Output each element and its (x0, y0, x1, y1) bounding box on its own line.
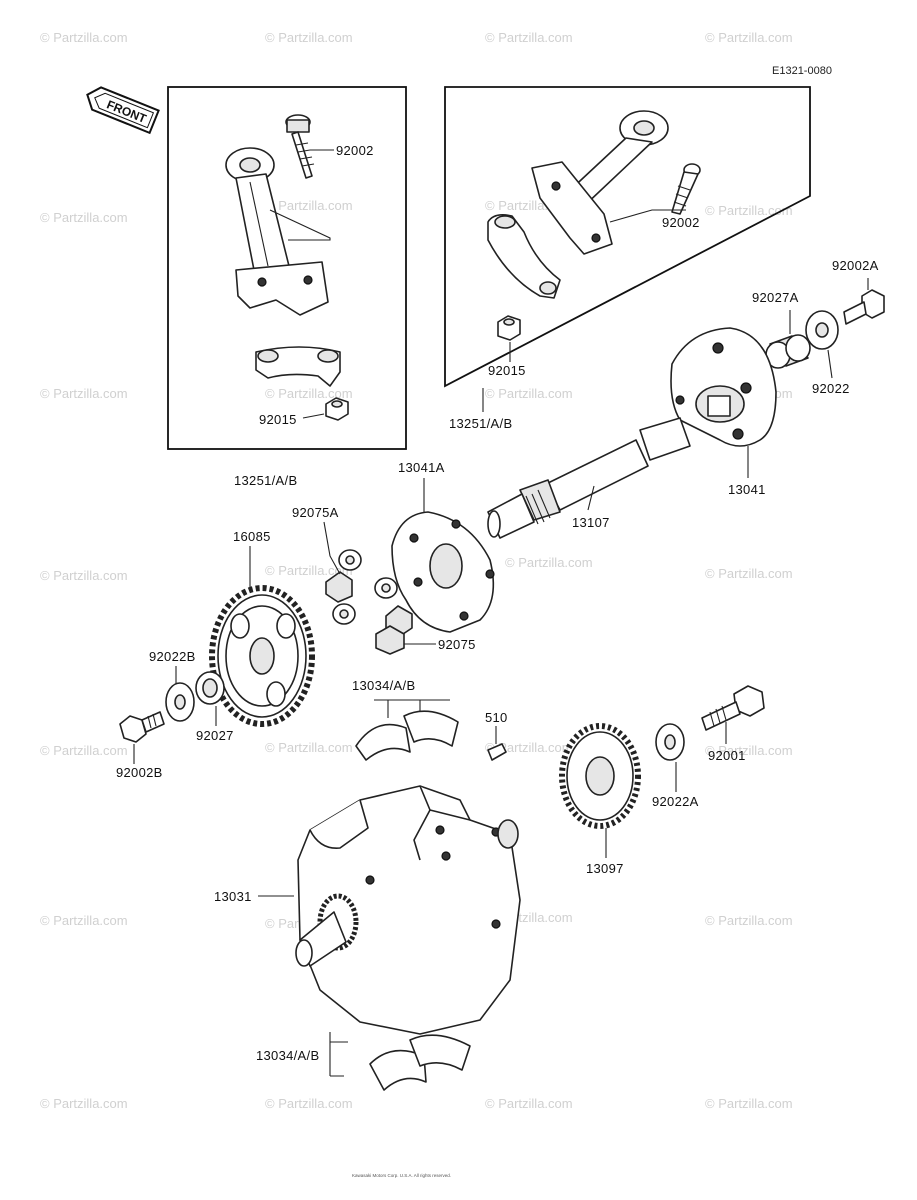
watermark: © Partzilla.com (40, 210, 128, 225)
balancer-weight-13041A (391, 511, 495, 633)
label-16085: 16085 (233, 529, 271, 544)
leader-13034-bottom (329, 1032, 348, 1077)
watermark: © Partzilla.com (705, 743, 793, 758)
rod-nut-92015-left (325, 397, 349, 421)
label-92002-left: 92002 (336, 143, 374, 158)
watermark: © Partzilla.com (265, 563, 353, 578)
washer-92022 (805, 310, 839, 350)
bolt-92002B (119, 711, 165, 743)
washer-92022B (165, 682, 195, 722)
watermark: © Partzilla.com (40, 568, 128, 583)
watermark: © Partzilla.com (485, 386, 573, 401)
label-92002B: 92002B (116, 765, 163, 780)
label-92075: 92075 (438, 637, 476, 652)
leader-rod-left (269, 209, 331, 241)
leader-13107 (587, 485, 595, 511)
connecting-rod-right (531, 110, 669, 255)
bearing-shell-bottom-right (409, 1034, 471, 1071)
label-92022: 92022 (812, 381, 850, 396)
label-92001: 92001 (708, 748, 746, 763)
rod-bolt-92002-left (285, 114, 315, 179)
label-510: 510 (485, 710, 508, 725)
label-13034-bottom: 13034/A/B (256, 1048, 319, 1063)
watermark: © Partzilla.com (485, 30, 573, 45)
rod-cap-left (255, 346, 341, 387)
watermark: © Partzilla.com (705, 913, 793, 928)
label-92027: 92027 (196, 728, 234, 743)
washer-92022A (655, 723, 685, 761)
watermark: © Partzilla.com (705, 566, 793, 581)
watermark: © Partzilla.com (265, 30, 353, 45)
leader-92015-left (302, 413, 325, 419)
front-direction-arrow: FRONT (86, 86, 160, 135)
label-13041: 13041 (728, 482, 766, 497)
collar-92027A (765, 334, 811, 369)
bolt-92001 (701, 685, 765, 731)
rod-bolt-92002-right (671, 163, 701, 215)
watermark: © Partzilla.com (485, 1096, 573, 1111)
connecting-rod-frame-right (444, 86, 811, 388)
watermark: © Partzilla.com (40, 386, 128, 401)
leader-92022 (827, 349, 833, 379)
connecting-rod-left (225, 147, 329, 316)
watermark: © Partzilla.com (265, 386, 353, 401)
label-13034-top: 13034/A/B (352, 678, 415, 693)
bearing-shell-bottom-left (369, 1049, 427, 1091)
watermark: © Partzilla.com (265, 198, 353, 213)
watermark: © Partzilla.com (705, 1096, 793, 1111)
watermark: © Partzilla.com (40, 30, 128, 45)
rod-cap-right (487, 214, 561, 299)
damper-92075-set (374, 577, 413, 655)
label-13097: 13097 (586, 861, 624, 876)
label-92002-right: 92002 (662, 215, 700, 230)
balancer-weight-13041 (670, 327, 777, 447)
label-92075A: 92075A (292, 505, 339, 520)
label-92027A: 92027A (752, 290, 799, 305)
bearing-shell-top-right (403, 710, 459, 747)
watermark: © Partzilla.com (265, 1096, 353, 1111)
watermark: © Partzilla.com (705, 203, 793, 218)
woodruff-key-510 (487, 743, 507, 761)
label-13251-left: 13251/A/B (234, 473, 297, 488)
bearing-shell-top-left (355, 723, 411, 761)
label-13251-right: 13251/A/B (449, 416, 512, 431)
label-13107: 13107 (572, 515, 610, 530)
leader-92075A (323, 521, 341, 575)
watermark: © Partzilla.com (705, 30, 793, 45)
watermark: © Partzilla.com (40, 743, 128, 758)
gear-13097 (559, 723, 641, 829)
label-92015-left: 92015 (259, 412, 297, 427)
balancer-gear-16085 (209, 585, 315, 727)
bolt-92002A (843, 289, 885, 325)
label-13031: 13031 (214, 889, 252, 904)
collar-92027 (195, 671, 225, 705)
label-13041A: 13041A (398, 460, 445, 475)
balancer-shaft-13107 (487, 417, 691, 539)
diagram-code: E1321-0080 (772, 65, 832, 77)
watermark: © Partzilla.com (265, 740, 353, 755)
watermark: © Partzilla.com (40, 1096, 128, 1111)
label-92015-right: 92015 (488, 363, 526, 378)
leader-92002-right (609, 209, 686, 223)
footer-copyright-line1: Kawasaki Motors Corp. U.S.A. All rights … (352, 1173, 451, 1178)
watermark: © Partzilla.com (485, 740, 573, 755)
watermark: © Partzilla.com (40, 913, 128, 928)
watermark: © Partzilla.com (505, 555, 593, 570)
label-92022B: 92022B (149, 649, 196, 664)
label-92002A: 92002A (832, 258, 879, 273)
damper-92075A-set (325, 549, 362, 625)
label-92022A: 92022A (652, 794, 699, 809)
rod-nut-92015-right (497, 315, 521, 341)
connecting-rod-frame-left (167, 86, 407, 450)
crankshaft-13031 (295, 785, 521, 1035)
